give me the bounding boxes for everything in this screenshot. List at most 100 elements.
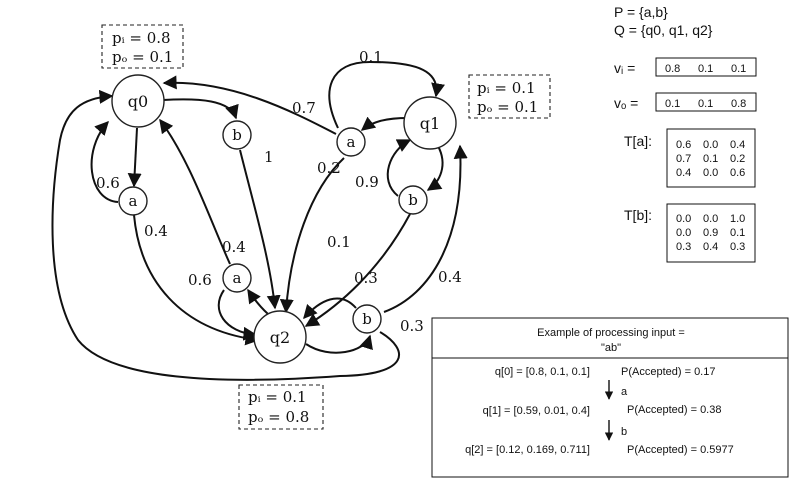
edge-q2a-to-q2 [217, 289, 258, 341]
edge-q2b-to-q1 [383, 144, 468, 313]
example-title-line2: "ab" [601, 342, 621, 354]
tb-cell: 0.9 [703, 227, 718, 239]
example-accepted-2: P(Accepted) = 0.5977 [627, 444, 734, 456]
edge-label-q1b-to-q1: 0.9 [355, 173, 379, 191]
ta-label: T[a]: [624, 133, 652, 149]
state-q1-label: q1 [420, 114, 440, 133]
ta-cell: 0.7 [676, 153, 691, 165]
symbol-node-q2-a[interactable]: a [222, 263, 252, 293]
ta-cell: 0.2 [730, 153, 745, 165]
edge-label-q1a-to-q0: 0.7 [292, 99, 316, 117]
symbol-q0-a-label: a [129, 192, 138, 210]
q0-probability-box: pᵢ = 0.8 pₒ = 0.1 [101, 24, 184, 69]
tb-cell: 1.0 [730, 213, 745, 225]
example-panel: Example of processing input = "ab" q[0] … [431, 317, 789, 478]
ta-cell: 0.4 [730, 139, 745, 151]
tb-label: T[b]: [624, 207, 652, 223]
edge-label-q2b-to-q2: 0.3 [354, 269, 378, 287]
symbol-q0-b-label: b [232, 126, 242, 144]
symbol-node-q0-b[interactable]: b [222, 120, 252, 150]
edge-q0b-to-q2 [239, 149, 281, 310]
vo-value-0: 0.1 [665, 98, 680, 110]
ta-cell: 0.4 [676, 167, 691, 179]
edge-q0a-to-q0 [90, 120, 119, 203]
edge-label-q0a-to-q2: 0.4 [144, 222, 168, 240]
tb-cell: 0.3 [676, 241, 691, 253]
edge-q1a-to-q2 [279, 157, 345, 314]
edge-label-q0a-to-q0: 0.6 [96, 174, 120, 192]
example-transition-b: b [621, 426, 627, 438]
tb-cell: 0.0 [676, 227, 691, 239]
edge-q1b-to-q1 [386, 139, 412, 197]
edge-label-q2a-to-q0: 0.4 [222, 238, 246, 256]
edge-q1-to-q1b [426, 145, 444, 191]
tb-matrix: 0.0 0.0 1.0 0.0 0.9 0.1 0.3 0.4 0.3 [666, 203, 756, 263]
ta-cell: 0.6 [730, 167, 745, 179]
edge-label-q2b-to-q0: 0.3 [400, 317, 424, 335]
q1-probability-box: pᵢ = 0.1 pₒ = 0.1 [468, 74, 551, 119]
set-q: Q = {q0, q1, q2} [614, 22, 713, 38]
ta-cell: 0.1 [703, 153, 718, 165]
symbol-q1-b-label: b [408, 191, 418, 209]
edge-q2a-to-q0 [159, 118, 231, 265]
edge-q1b-to-q2 [304, 213, 411, 327]
symbol-q2-a-label: a [233, 269, 242, 287]
ta-matrix: 0.6 0.0 0.4 0.7 0.1 0.2 0.4 0.0 0.6 [666, 128, 756, 188]
vo-vector: 0.1 0.1 0.8 [655, 92, 757, 112]
q0-p-output: pₒ = 0.1 [112, 48, 173, 66]
set-p: P = {a,b} [614, 4, 668, 20]
ta-cell: 0.0 [703, 167, 718, 179]
edge-label-q1a-to-q2: 0.2 [317, 159, 341, 177]
vi-label: vᵢ = [614, 60, 635, 76]
tb-cell: 0.0 [676, 213, 691, 225]
symbol-q1-a-label: a [347, 133, 356, 151]
q2-probability-box: pᵢ = 0.1 pₒ = 0.8 [238, 384, 324, 430]
edge-q1a-to-q0 [162, 75, 337, 135]
state-q1[interactable]: q1 [403, 96, 457, 150]
state-q2[interactable]: q2 [253, 310, 307, 364]
edge-q1a-to-q1 [328, 60, 445, 129]
symbol-node-q1-b[interactable]: b [398, 185, 428, 215]
example-state-2: q[2] = [0.12, 0.169, 0.711] [465, 444, 590, 456]
example-accepted-1: P(Accepted) = 0.38 [627, 404, 721, 416]
vi-value-0: 0.8 [665, 63, 680, 75]
edge-label-q2b-to-q1: 0.4 [438, 268, 462, 286]
state-q0-label: q0 [128, 92, 148, 111]
edge-q2-to-q2b [305, 334, 373, 354]
q2-p-initial: pᵢ = 0.1 [248, 388, 307, 406]
vo-value-2: 0.8 [731, 98, 746, 110]
vo-value-1: 0.1 [698, 98, 713, 110]
example-transition-a: a [621, 386, 628, 398]
edge-label-q2a-to-q2: 0.6 [188, 271, 212, 289]
q0-p-initial: pᵢ = 0.8 [112, 29, 171, 47]
state-q0[interactable]: q0 [111, 74, 165, 128]
state-q2-label: q2 [270, 328, 290, 347]
example-title-line1: Example of processing input = [537, 327, 685, 339]
edge-q2b-to-q2 [303, 297, 357, 320]
tb-cell: 0.4 [703, 241, 718, 253]
edge-label-q1b-to-q2: 0.1 [327, 233, 351, 251]
vi-value-1: 0.1 [698, 63, 713, 75]
ta-cell: 0.6 [676, 139, 691, 151]
edge-q0-to-q0b [162, 98, 239, 120]
edge-q2-to-q2a [247, 288, 269, 315]
symbol-node-q2-b[interactable]: b [352, 304, 382, 334]
symbol-node-q1-a[interactable]: a [336, 127, 366, 157]
q2-p-output: pₒ = 0.8 [248, 408, 309, 426]
edge-q1-to-q1a [360, 116, 409, 131]
tb-cell: 0.0 [703, 213, 718, 225]
tb-cell: 0.3 [730, 241, 745, 253]
edge-q2b-to-q0 [51, 89, 400, 381]
vi-vector: 0.8 0.1 0.1 [655, 57, 757, 77]
vi-value-2: 0.1 [731, 63, 746, 75]
example-state-1: q[1] = [0.59, 0.01, 0.4] [483, 405, 590, 417]
example-state-0: q[0] = [0.8, 0.1, 0.1] [495, 366, 590, 378]
q1-p-initial: pᵢ = 0.1 [477, 79, 536, 97]
edge-q0a-to-q2 [133, 214, 260, 346]
symbol-node-q0-a[interactable]: a [118, 186, 148, 216]
tb-cell: 0.1 [730, 227, 745, 239]
ta-cell: 0.0 [703, 139, 718, 151]
edge-label-q1a-to-q1: 0.1 [359, 48, 383, 66]
